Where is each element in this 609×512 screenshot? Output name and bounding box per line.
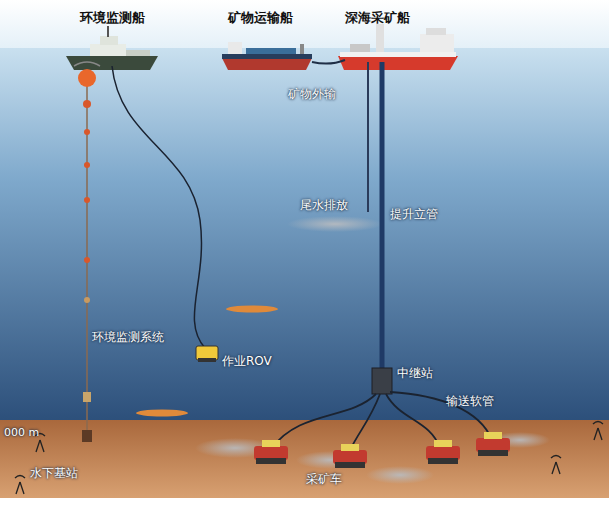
part-label: 输送软管 — [446, 394, 494, 408]
part-label: 尾水排放 — [300, 198, 348, 212]
part-label: 矿物运输船 — [228, 10, 293, 26]
part-label: 环境监测系统 — [92, 330, 164, 344]
part-label: 环境监测船 — [80, 10, 145, 26]
part-label: 水下基站 — [30, 466, 78, 480]
part-label: 矿物外输 — [288, 87, 336, 101]
part-label: 采矿车 — [306, 472, 342, 486]
part-label: 000 m — [4, 426, 39, 439]
part-label: 提升立管 — [390, 207, 438, 221]
part-label: 作业ROV — [222, 354, 272, 368]
part-label: 中继站 — [397, 366, 433, 380]
part-label: 深海采矿船 — [345, 10, 410, 26]
